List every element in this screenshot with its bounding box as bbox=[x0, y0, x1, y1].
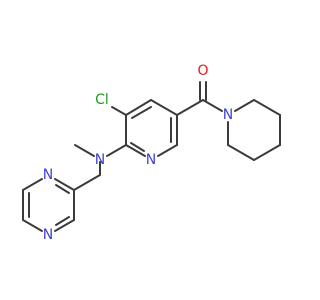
bond-pyridine-c4-c5 bbox=[150, 99, 178, 116]
bond-piperidine-c4-c5 bbox=[253, 144, 281, 161]
bond-pyridine-c3-c4-inner bbox=[131, 106, 152, 119]
bond-amine-n-methyl bbox=[74, 144, 95, 157]
oxygen-atom-label: O bbox=[197, 63, 208, 79]
bond-pyrazine-c2-n1 bbox=[54, 178, 75, 191]
pyrazine-nitrogen-bottom-label: N bbox=[43, 227, 53, 243]
bond-pyrazine-c2-n1-inner bbox=[55, 184, 70, 194]
chlorine-atom-label: Cl bbox=[95, 92, 109, 108]
bond-layer bbox=[22, 81, 281, 232]
bond-pyridine-c6-n1 bbox=[157, 144, 178, 157]
bond-pyrazine-n4-c3-inner bbox=[55, 216, 70, 226]
bond-methylene-pyrazine bbox=[73, 174, 101, 191]
bond-pyridine-c3-c4 bbox=[125, 99, 152, 116]
bond-c2-amine-n bbox=[106, 144, 127, 157]
bond-c3-chlorine bbox=[111, 106, 127, 116]
methylamine-nitrogen-label: N bbox=[95, 152, 105, 168]
atom-label-layer: O Cl N N N N N bbox=[43, 63, 233, 243]
bond-pyridine-n1-c2 bbox=[125, 144, 146, 157]
bond-piperidine-n-c2 bbox=[234, 99, 255, 112]
bond-pyrazine-n4-c3 bbox=[54, 219, 75, 232]
bond-pyridine-n1-c2-inner bbox=[130, 142, 145, 152]
piperidine-nitrogen-label: N bbox=[223, 107, 233, 123]
bond-pyrazine-n1-c6 bbox=[22, 178, 43, 191]
bond-c5-carbonyl bbox=[176, 99, 204, 116]
bond-piperidine-c5-c6 bbox=[227, 144, 255, 161]
bond-piperidine-c2-c3 bbox=[253, 99, 281, 116]
pyrazine-nitrogen-top-label: N bbox=[43, 167, 53, 183]
bond-pyrazine-c5-n4 bbox=[22, 219, 43, 232]
bond-carbonyl-piperidine-n bbox=[202, 99, 223, 112]
pyridine-nitrogen-label: N bbox=[146, 152, 156, 168]
molecule-structure-diagram: O Cl N N N N N bbox=[22, 63, 281, 243]
